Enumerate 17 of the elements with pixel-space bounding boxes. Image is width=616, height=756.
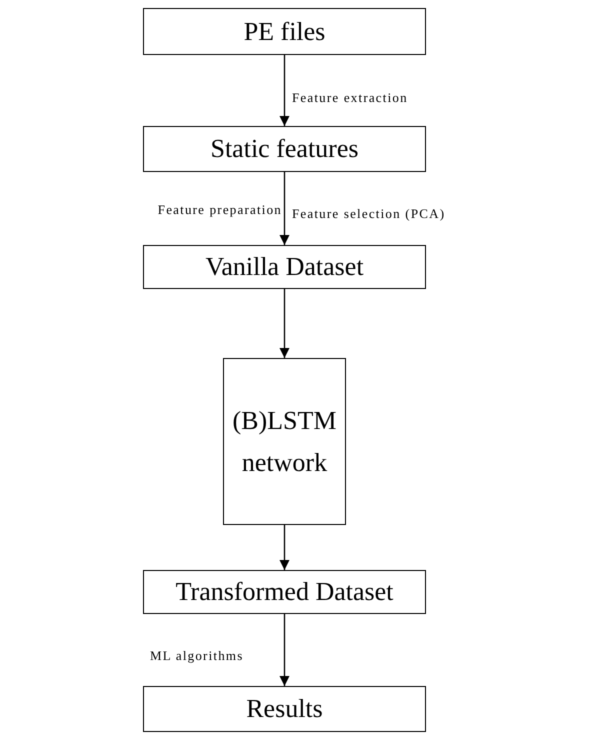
arrow <box>280 55 290 126</box>
process-box <box>223 358 346 525</box>
box-label: PE files <box>244 16 326 48</box>
arrow <box>280 172 290 245</box>
process-box <box>143 686 426 732</box>
box-label: Static features <box>210 133 358 166</box>
box-label: Vanilla Dataset <box>205 251 364 284</box>
arrow <box>280 289 290 358</box>
box-label: (B)LSTM network <box>232 404 338 478</box>
process-box <box>143 570 426 614</box>
arrow <box>280 614 290 686</box>
arrow <box>280 525 290 570</box>
process-box <box>143 126 426 172</box>
box-label: Transformed Dataset <box>176 576 394 608</box>
process-box <box>143 8 426 55</box>
process-box <box>143 245 426 289</box>
box-label: Results <box>246 693 323 726</box>
